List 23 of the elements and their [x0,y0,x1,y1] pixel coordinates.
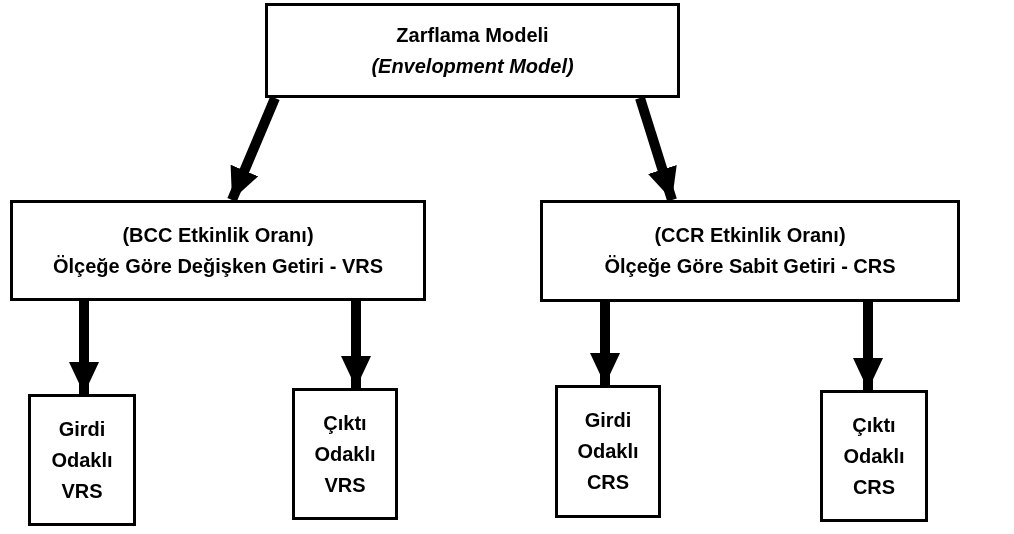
process-box [292,388,398,520]
process-box [265,3,680,98]
box-title: Girdi Odaklı VRS [51,416,113,504]
arrow [853,302,883,390]
box-subtitle: (Envelopment Model) [371,53,574,79]
arrow [341,301,371,388]
box-title: Çıktı Odaklı VRS [314,410,376,498]
process-box [28,394,136,526]
box-title: (CCR Etkinlik Oranı) [654,223,846,248]
box-title: Girdi Odaklı CRS [577,408,639,495]
box-title: Zarflama Modeli [396,22,549,48]
process-box [555,385,661,518]
process-box [820,390,928,522]
arrow [69,301,99,394]
box-subtitle: Ölçeğe Göre Sabit Getiri - CRS [604,254,896,279]
arrow [227,96,280,202]
process-box [10,200,426,301]
box-title: (BCC Etkinlik Oranı) [122,222,314,248]
arrow [590,302,620,385]
process-box [540,200,960,302]
box-subtitle: Ölçeğe Göre Değişken Getiri - VRS [52,253,384,279]
arrow [635,96,677,202]
box-title: Çıktı Odaklı CRS [843,412,905,500]
